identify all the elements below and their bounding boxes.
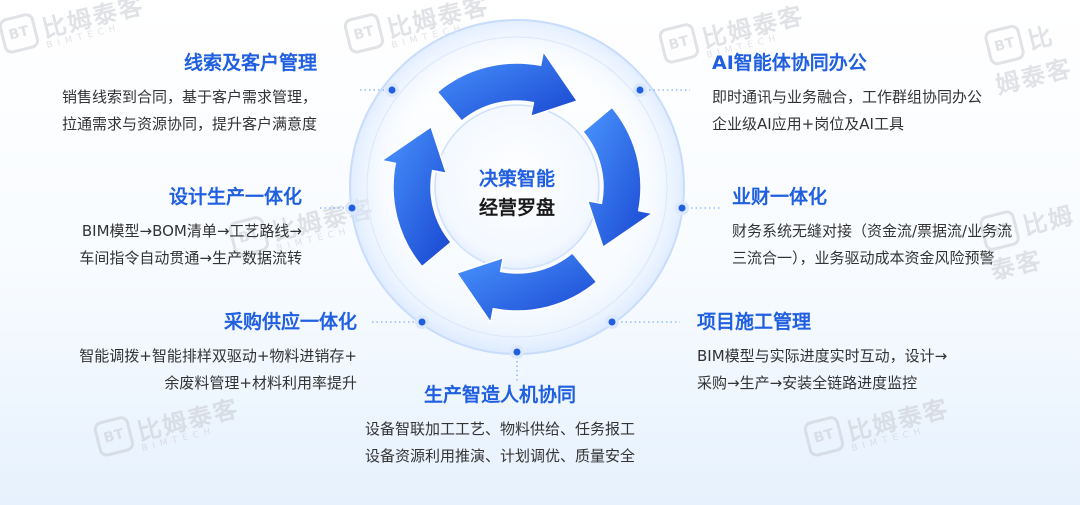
block-title: 业财一体化 bbox=[732, 186, 828, 208]
block-line: 销售线索到合同，基于客户需求管理， bbox=[61, 88, 317, 106]
dot-icon bbox=[605, 315, 619, 329]
block-line: 财务系统无缝对接（资金流/票据流/业务流 bbox=[732, 222, 1013, 240]
block-line: 拉通需求与资源协同，提升客户满意度 bbox=[61, 115, 317, 133]
block-title: 设计生产一体化 bbox=[168, 186, 302, 208]
cycle-arrow-icon bbox=[581, 106, 655, 249]
center-label: 决策智能 经营罗盘 bbox=[447, 164, 587, 220]
block-smart-manufacturing: 生产智造人机协同 设备智联加工工艺、物料供给、任务报工 设备资源利用推演、计划调… bbox=[365, 380, 635, 470]
block-title: 采购供应一体化 bbox=[223, 311, 357, 333]
block-title: 项目施工管理 bbox=[697, 311, 812, 333]
dot-icon bbox=[633, 83, 647, 97]
block-lead-customer: 线索及客户管理 销售线索到合同，基于客户需求管理， 拉通需求与资源协同，提升客户… bbox=[62, 48, 317, 138]
cycle-arrow-icon bbox=[379, 125, 453, 268]
cycle-arrow-icon bbox=[455, 251, 598, 325]
connector-dots bbox=[345, 83, 689, 359]
inner-ring bbox=[366, 36, 668, 338]
block-title: AI智能体协同办公 bbox=[712, 52, 867, 74]
block-line: BIM模型与实际进度实时互动，设计→ bbox=[697, 347, 948, 365]
block-line: 设备资源利用推演、计划调优、质量安全 bbox=[365, 447, 636, 465]
block-line: 即时通讯与业务融合，工作群组协同办公 bbox=[712, 88, 983, 106]
block-line: 智能调拨+智能排样双驱动+物料进销存+ bbox=[79, 347, 357, 365]
dot-icon bbox=[510, 345, 524, 359]
center-subtitle: 经营罗盘 bbox=[478, 197, 555, 219]
center-title: 决策智能 bbox=[478, 168, 555, 190]
block-title: 生产智造人机协同 bbox=[424, 384, 577, 406]
block-design-production: 设计生产一体化 BIM模型→BOM清单→工艺路线→ 车间指令自动贯通→生产数据流… bbox=[79, 182, 302, 272]
block-ai-office: AI智能体协同办公 即时通讯与业务融合，工作群组协同办公 企业级AI应用+岗位及… bbox=[712, 48, 982, 138]
block-line: 车间指令自动贯通→生产数据流转 bbox=[79, 249, 302, 267]
cycle-arrows bbox=[379, 49, 655, 325]
dot-icon bbox=[675, 201, 689, 215]
block-line: BIM模型→BOM清单→工艺路线→ bbox=[81, 222, 302, 240]
block-line: 企业级AI应用+岗位及AI工具 bbox=[712, 115, 904, 133]
block-project-construction: 项目施工管理 BIM模型与实际进度实时互动，设计→ 采购→生产→安装全链路进度监… bbox=[697, 307, 947, 397]
block-line: 三流合一），业务驱动成本资金风险预警 bbox=[732, 249, 995, 267]
dot-icon bbox=[345, 201, 359, 215]
block-line: 采购→生产→安装全链路进度监控 bbox=[697, 374, 918, 392]
block-business-finance: 业财一体化 财务系统无缝对接（资金流/票据流/业务流 三流合一），业务驱动成本资… bbox=[732, 182, 1012, 272]
block-title: 线索及客户管理 bbox=[183, 52, 317, 74]
block-line: 设备智联加工工艺、物料供给、任务报工 bbox=[365, 420, 636, 438]
center-disc bbox=[434, 104, 600, 270]
block-procurement-supply: 采购供应一体化 智能调拨+智能排样双驱动+物料进销存+ 余废料管理+材料利用率提… bbox=[79, 307, 357, 397]
dot-icon bbox=[415, 315, 429, 329]
dot-icon bbox=[385, 83, 399, 97]
block-line: 余废料管理+材料利用率提升 bbox=[164, 374, 357, 392]
cycle-arrow-icon bbox=[436, 49, 579, 123]
